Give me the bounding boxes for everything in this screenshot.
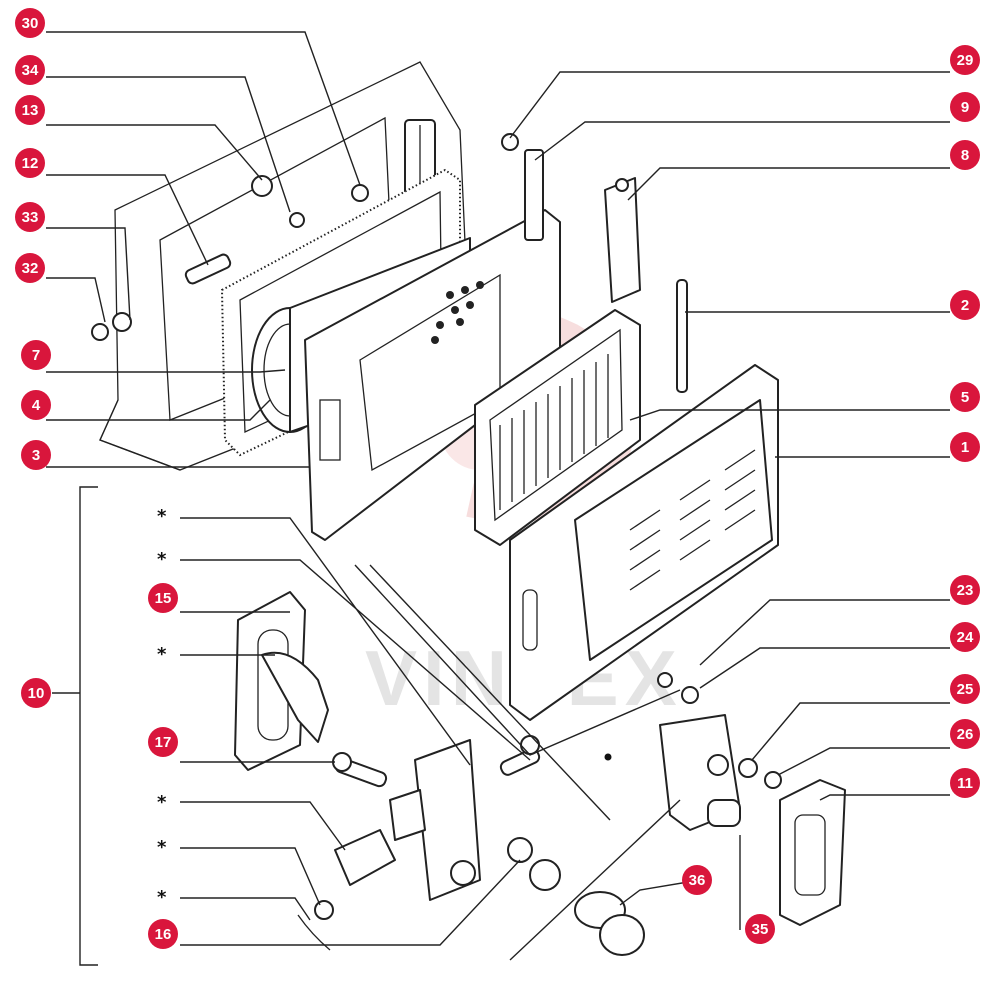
star-marker: * bbox=[157, 644, 167, 665]
upper-fasteners bbox=[91, 133, 519, 341]
lock-parts bbox=[234, 591, 561, 951]
callout-36: 36 bbox=[682, 865, 712, 895]
svg-text:24: 24 bbox=[957, 629, 974, 646]
filter-slats bbox=[499, 354, 609, 510]
cover-louvres bbox=[629, 449, 756, 591]
star-marker: * bbox=[157, 837, 167, 858]
svg-text:5: 5 bbox=[961, 389, 969, 406]
callout-30: 30 bbox=[15, 8, 45, 38]
svg-text:34: 34 bbox=[22, 62, 39, 79]
svg-text:33: 33 bbox=[22, 209, 39, 226]
callout-1: 1 bbox=[950, 432, 980, 462]
callout-12: 12 bbox=[15, 148, 45, 178]
callout-15: 15 bbox=[148, 583, 178, 613]
svg-text:13: 13 bbox=[22, 102, 39, 119]
hinge-piece bbox=[604, 177, 641, 303]
callout-11: 11 bbox=[950, 768, 980, 798]
callout-33: 33 bbox=[15, 202, 45, 232]
svg-text:32: 32 bbox=[22, 260, 39, 277]
star-marker: * bbox=[157, 887, 167, 908]
svg-text:12: 12 bbox=[22, 155, 39, 172]
star-marker: * bbox=[157, 506, 167, 527]
plate-holes bbox=[431, 281, 484, 344]
callout-10: 10 bbox=[21, 678, 51, 708]
callout-8: 8 bbox=[950, 140, 980, 170]
callout-24: 24 bbox=[950, 622, 980, 652]
svg-text:8: 8 bbox=[961, 147, 969, 164]
callout-26: 26 bbox=[950, 719, 980, 749]
callout-35: 35 bbox=[745, 914, 775, 944]
svg-text:30: 30 bbox=[22, 15, 39, 32]
svg-text:9: 9 bbox=[961, 99, 969, 116]
svg-text:17: 17 bbox=[155, 734, 172, 751]
svg-text:10: 10 bbox=[28, 685, 45, 702]
callout-7: 7 bbox=[21, 340, 51, 370]
svg-text:26: 26 bbox=[957, 726, 974, 743]
leader-lines bbox=[46, 31, 950, 961]
svg-text:36: 36 bbox=[689, 872, 706, 889]
callout-3: 3 bbox=[21, 440, 51, 470]
callout-9: 9 bbox=[950, 92, 980, 122]
latch-parts bbox=[574, 672, 846, 956]
vent-cover bbox=[509, 364, 779, 721]
filter-insert bbox=[474, 309, 641, 546]
callout-2: 2 bbox=[950, 290, 980, 320]
vertical-bar bbox=[524, 149, 544, 241]
svg-text:3: 3 bbox=[32, 447, 40, 464]
callout-23: 23 bbox=[950, 575, 980, 605]
svg-text:15: 15 bbox=[155, 590, 172, 607]
svg-text:23: 23 bbox=[957, 582, 974, 599]
callout-4: 4 bbox=[21, 390, 51, 420]
svg-text:16: 16 bbox=[155, 926, 172, 943]
group-bracket bbox=[52, 486, 612, 966]
svg-text:11: 11 bbox=[957, 775, 973, 792]
callout-5: 5 bbox=[950, 382, 980, 412]
callout-25: 25 bbox=[950, 674, 980, 704]
callout-32: 32 bbox=[15, 253, 45, 283]
callout-29: 29 bbox=[950, 45, 980, 75]
svg-text:1: 1 bbox=[961, 439, 969, 456]
svg-text:7: 7 bbox=[32, 347, 40, 364]
hinge-pin bbox=[676, 279, 688, 393]
svg-text:35: 35 bbox=[752, 921, 769, 938]
callout-17: 17 bbox=[148, 727, 178, 757]
callout-13: 13 bbox=[15, 95, 45, 125]
svg-text:25: 25 bbox=[957, 681, 974, 698]
svg-text:29: 29 bbox=[957, 52, 974, 69]
callout-34: 34 bbox=[15, 55, 45, 85]
star-marker: * bbox=[157, 792, 167, 813]
svg-text:2: 2 bbox=[961, 297, 969, 314]
star-marker: * bbox=[157, 549, 167, 570]
svg-text:4: 4 bbox=[32, 397, 41, 414]
callout-16: 16 bbox=[148, 919, 178, 949]
